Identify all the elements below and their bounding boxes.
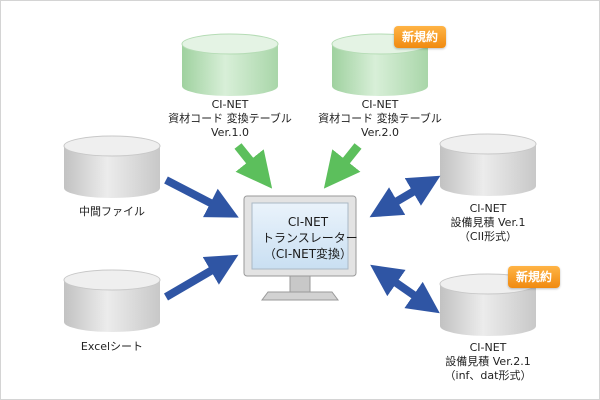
new-spec-badge: 新規約 bbox=[394, 26, 447, 48]
monitor-icon bbox=[243, 195, 357, 301]
db-icon-intermediate-file bbox=[63, 135, 161, 198]
db-icon-equipment-estimate-ver1 bbox=[439, 133, 537, 196]
label-conversion-table-ver1: CI-NET 資材コード 変換テーブル Ver.1.0 bbox=[168, 98, 292, 139]
db-icon-conversion-table-ver1 bbox=[181, 33, 279, 96]
db-icon-conversion-table-ver2 bbox=[331, 33, 429, 96]
arrow-excel-to-translator bbox=[163, 254, 239, 301]
label-equipment-estimate-ver1: CI-NET 設備見積 Ver.1 （CII形式） bbox=[450, 202, 526, 243]
translator-label: CI-NET トランスレーター （CI-NET変換） bbox=[262, 215, 358, 261]
db-icon-excel-sheet bbox=[63, 269, 161, 332]
label-equipment-estimate-ver2: CI-NET 設備見積 Ver.2.1 （inf、dat形式） bbox=[444, 341, 532, 382]
label-intermediate-file: 中間ファイル bbox=[79, 205, 145, 218]
arrow-ver2-to-translator bbox=[323, 143, 362, 189]
arrow-ver1-to-translator bbox=[234, 143, 273, 189]
label-conversion-table-ver2: CI-NET 資材コード 変換テーブル Ver.2.0 bbox=[318, 98, 442, 139]
arrow-intermediate-to-translator bbox=[164, 176, 239, 218]
arrow-translator-equipment-v1 bbox=[369, 175, 441, 218]
new-spec-badge: 新規約 bbox=[508, 266, 561, 288]
label-excel-sheet: Excelシート bbox=[80, 340, 144, 353]
arrow-translator-equipment-v2 bbox=[370, 264, 440, 314]
